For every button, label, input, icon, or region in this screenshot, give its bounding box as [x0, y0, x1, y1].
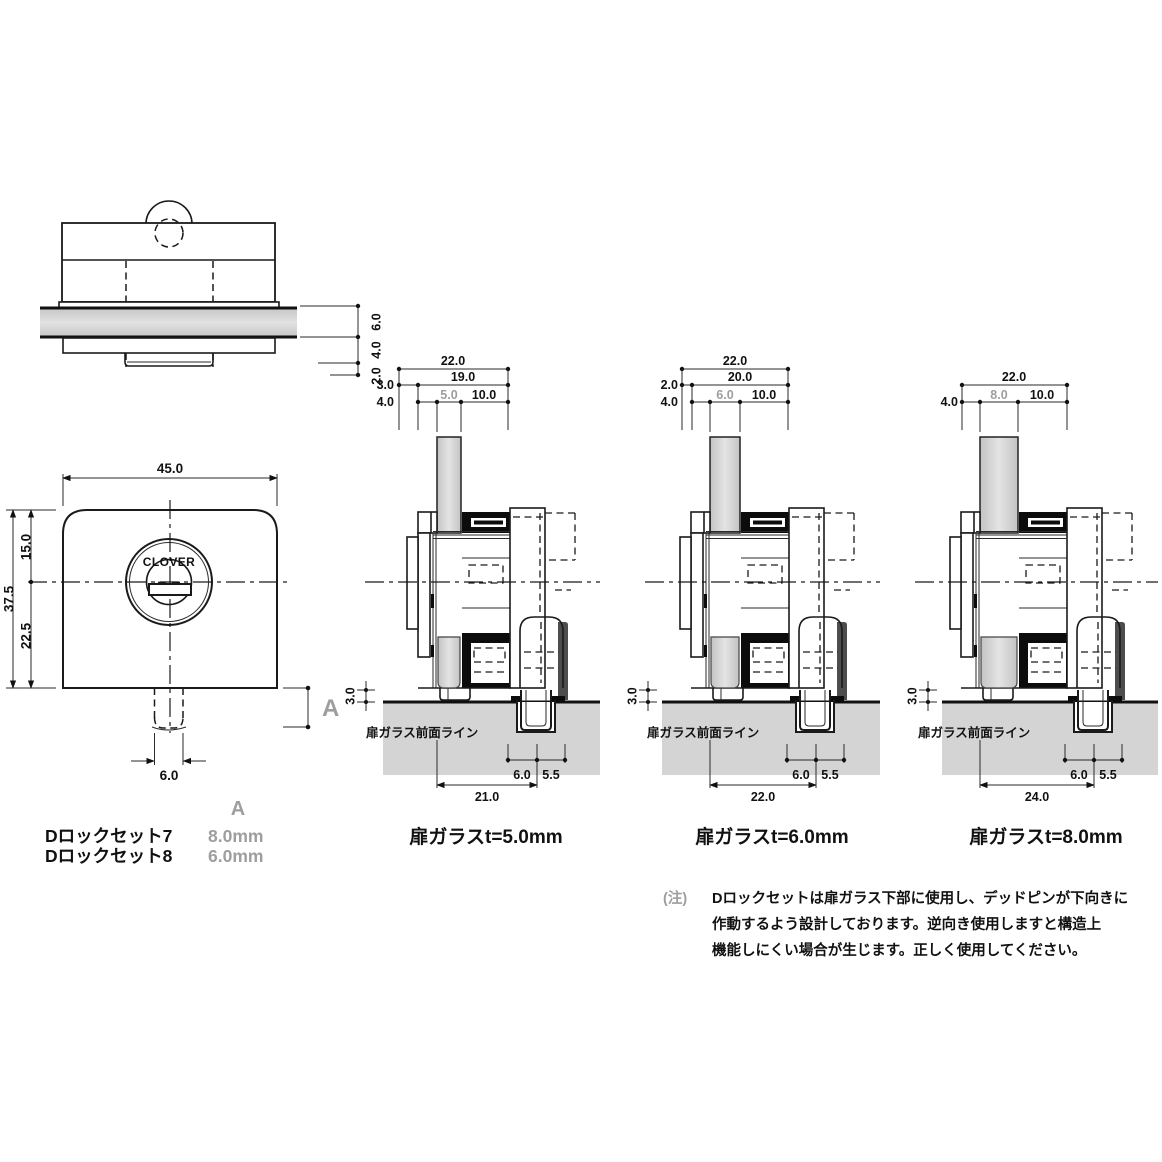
section-caption: 扉ガラスt=8.0mm — [969, 825, 1122, 848]
top-view: 6.0 4.0 2.0 — [40, 200, 383, 385]
dim-label-glass: 5.0 — [440, 388, 457, 402]
section-caption: 扉ガラスt=5.0mm — [409, 825, 562, 848]
dim-label: 21.0 — [475, 790, 499, 804]
note-line: 機能しにくい場合が生じます。正しく使用してください。 — [712, 941, 1086, 959]
dim-label: 22.0 — [441, 354, 465, 368]
dim-label: 22.0 — [723, 354, 747, 368]
dim-label: 3.0 — [625, 687, 639, 704]
dim-label: 10.0 — [1030, 388, 1054, 402]
section-t6-top-dims: 22.0 2.0 20.0 4.0 6.0 10.0 — [661, 354, 791, 432]
dim-label: 4.0 — [377, 395, 394, 409]
section-t5-top-dims: 22.0 3.0 19.0 4.0 5.0 10.0 — [377, 354, 511, 432]
section-t8-top-dims: 22.0 4.0 8.0 10.0 — [941, 370, 1070, 432]
section-t6-bottom-dims: 6.0 5.5 22.0 — [709, 740, 847, 804]
dim-label: 2.0 — [661, 378, 678, 392]
section-t8: 22.0 4.0 8.0 10.0 3.0 6.0 5.5 24. — [905, 370, 1158, 848]
brand-logo: CLOVER — [143, 555, 195, 569]
section-t8-bottom-dims: 6.0 5.5 24.0 — [979, 740, 1125, 804]
usage-note: (注) Dロックセットは扉ガラス下部に使用し、デッドピンが下向きに 作動するよう… — [663, 889, 1128, 959]
dim-label: 10.0 — [472, 388, 496, 402]
note-line: Dロックセットは扉ガラス下部に使用し、デッドピンが下向きに — [712, 889, 1128, 907]
dim-label: 22.0 — [751, 790, 775, 804]
spec-value: 8.0mm — [208, 826, 263, 846]
section-t6: 22.0 2.0 20.0 4.0 6.0 10.0 3.0 6.0 — [625, 354, 880, 848]
dim-label: 22.5 — [19, 622, 34, 649]
dim-label: 6.0 — [513, 768, 530, 782]
spec-value: 6.0mm — [208, 846, 263, 866]
dim-label: 19.0 — [451, 370, 475, 384]
section-t5-clearance: 3.0 — [343, 681, 375, 711]
section-t5: 22.0 3.0 19.0 4.0 5.0 10.0 3.0 — [343, 354, 600, 848]
dim-label: 20.0 — [728, 370, 752, 384]
front-view: 45.0 CLOVER 37.5 15.0 22.5 6.0 — [2, 461, 340, 783]
spec-table: A Dロックセット7 8.0mm Dロックセット8 6.0mm — [45, 798, 263, 866]
section-t5-bottom-dims: 6.0 5.5 21.0 — [436, 740, 568, 804]
note-line: 作動するよう設計しております。逆向き使用しますと構造上 — [712, 915, 1102, 933]
dim-label: 4.0 — [661, 395, 678, 409]
dim-label: 6.0 — [1070, 768, 1087, 782]
glass-front-line-label: 扉ガラス前面ライン — [366, 725, 478, 740]
dim-label: 15.0 — [19, 534, 34, 560]
dim-label: 22.0 — [1002, 370, 1026, 384]
pin-length-label: A — [322, 695, 339, 722]
spec-model: Dロックセット8 — [45, 846, 173, 866]
dim-label: 4.0 — [941, 395, 958, 409]
dim-label: 37.5 — [2, 585, 17, 612]
top-view-dimensions: 6.0 4.0 2.0 — [300, 303, 383, 385]
dim-label: 5.5 — [1099, 768, 1116, 782]
dim-label: 6.0 — [160, 768, 179, 783]
dim-label: 5.5 — [542, 768, 559, 782]
dim-label: 2.0 — [369, 367, 383, 384]
dim-label: 6.0 — [369, 313, 383, 330]
dim-label-glass: 8.0 — [990, 388, 1007, 402]
glass-front-line-label: 扉ガラス前面ライン — [647, 725, 759, 740]
dim-label: 5.5 — [821, 768, 838, 782]
dim-label-glass: 6.0 — [716, 388, 733, 402]
dim-label: 3.0 — [905, 687, 919, 704]
dim-label: 3.0 — [343, 687, 357, 704]
section-t6-clearance: 3.0 — [625, 681, 657, 711]
dim-label: 45.0 — [157, 461, 183, 476]
spec-model: Dロックセット7 — [45, 826, 172, 846]
section-t8-clearance: 3.0 — [905, 681, 937, 711]
note-prefix: (注) — [663, 889, 687, 907]
section-caption: 扉ガラスt=6.0mm — [695, 825, 848, 848]
dim-label: 4.0 — [369, 341, 383, 358]
spec-table-header: A — [231, 798, 245, 820]
dim-label: 3.0 — [377, 378, 394, 392]
dim-label: 10.0 — [752, 388, 776, 402]
glass-front-line-label: 扉ガラス前面ライン — [918, 725, 1030, 740]
dim-label: 6.0 — [792, 768, 809, 782]
dim-label: 24.0 — [1025, 790, 1049, 804]
